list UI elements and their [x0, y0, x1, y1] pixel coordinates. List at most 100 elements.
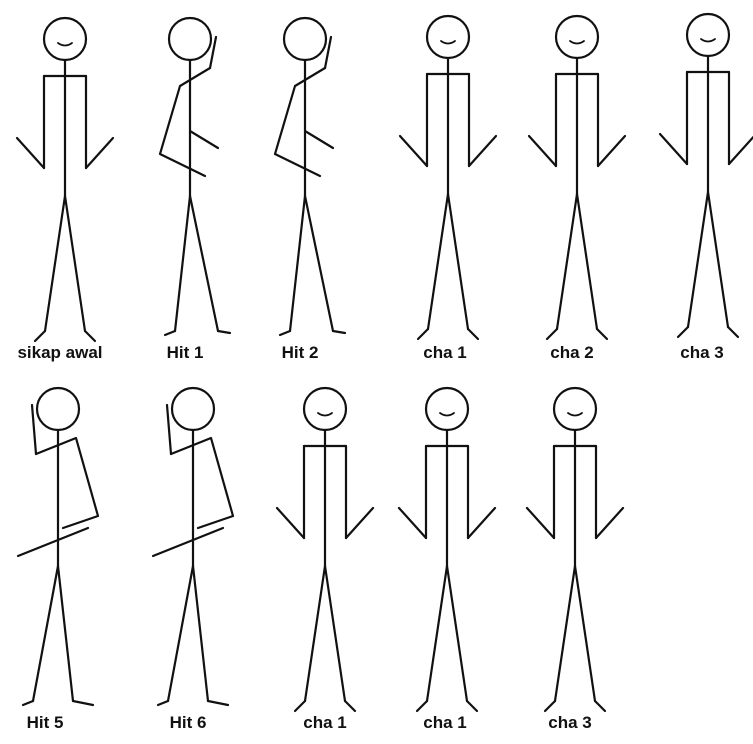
back-foot [158, 701, 168, 705]
head [304, 388, 346, 430]
right-foot [467, 701, 477, 711]
mouth [58, 43, 72, 46]
back-foot [23, 701, 33, 705]
front-leg [58, 566, 73, 701]
back-foot [280, 331, 290, 335]
left-foot [547, 329, 557, 339]
right-foot [728, 327, 738, 337]
left-foot [418, 329, 428, 339]
raised-hand [167, 405, 171, 454]
left-leg [557, 194, 577, 329]
front-leg [305, 196, 333, 331]
front-foot [333, 331, 345, 333]
left-leg [428, 194, 448, 329]
mouth [701, 39, 715, 42]
bent-arm [275, 68, 325, 176]
back-leg [175, 196, 190, 331]
left-hand [527, 508, 554, 538]
left-hand [529, 136, 556, 166]
mouth [318, 413, 332, 416]
stick-figure [277, 388, 373, 711]
caption-cha-1-bottom-a: cha 1 [265, 713, 385, 733]
stick-figure [18, 388, 98, 705]
front-leg [193, 566, 208, 701]
right-hand [86, 138, 113, 168]
bent-arm [160, 68, 210, 176]
right-hand [729, 134, 753, 164]
head [426, 388, 468, 430]
right-hand [469, 136, 496, 166]
raised-hand [32, 405, 36, 454]
back-leg [290, 196, 305, 331]
caption-cha-1-bottom-b: cha 1 [385, 713, 505, 733]
head [427, 16, 469, 58]
mouth [440, 413, 454, 416]
right-foot [85, 331, 95, 341]
head [284, 18, 326, 60]
box-arm [36, 438, 98, 528]
head [172, 388, 214, 430]
strike-arm [18, 528, 88, 556]
right-hand [598, 136, 625, 166]
left-hand [660, 134, 687, 164]
stick-figure [399, 388, 495, 711]
left-foot [417, 701, 427, 711]
stick-figure [527, 388, 623, 711]
left-leg [427, 566, 447, 701]
right-foot [468, 329, 478, 339]
stick-figure [17, 18, 113, 341]
left-leg [555, 566, 575, 701]
mouth [568, 413, 582, 416]
caption-sikap-awal: sikap awal [0, 343, 120, 363]
left-leg [688, 192, 708, 327]
right-leg [65, 196, 85, 331]
head [169, 18, 211, 60]
left-leg [305, 566, 325, 701]
right-leg [575, 566, 595, 701]
right-leg [325, 566, 345, 701]
head [687, 14, 729, 56]
right-hand [596, 508, 623, 538]
stick-figure [400, 16, 496, 339]
stick-figure [153, 388, 233, 705]
right-foot [597, 329, 607, 339]
caption-hit-6: Hit 6 [128, 713, 248, 733]
caption-hit-1: Hit 1 [125, 343, 245, 363]
stick-figure [160, 18, 230, 335]
left-leg [45, 196, 65, 331]
mouth [441, 41, 455, 44]
right-leg [448, 194, 468, 329]
caption-cha-3-top: cha 3 [642, 343, 753, 363]
right-leg [577, 194, 597, 329]
right-leg [708, 192, 728, 327]
front-foot [208, 701, 228, 705]
back-foot [165, 331, 175, 335]
caption-cha-2: cha 2 [512, 343, 632, 363]
front-forearm [190, 131, 218, 148]
right-foot [595, 701, 605, 711]
strike-arm [153, 528, 223, 556]
caption-hit-2: Hit 2 [240, 343, 360, 363]
front-foot [73, 701, 93, 705]
left-hand [277, 508, 304, 538]
stick-figure [660, 14, 753, 337]
head [554, 388, 596, 430]
stick-figure [529, 16, 625, 339]
left-hand [400, 136, 427, 166]
right-hand [468, 508, 495, 538]
head [44, 18, 86, 60]
left-foot [35, 331, 45, 341]
front-leg [190, 196, 218, 331]
back-leg [33, 566, 58, 701]
left-hand [17, 138, 44, 168]
right-foot [345, 701, 355, 711]
caption-cha-3-bottom: cha 3 [510, 713, 630, 733]
caption-cha-1-top: cha 1 [385, 343, 505, 363]
box-arm [171, 438, 233, 528]
front-forearm [305, 131, 333, 148]
caption-hit-5: Hit 5 [0, 713, 105, 733]
left-foot [678, 327, 688, 337]
right-leg [447, 566, 467, 701]
